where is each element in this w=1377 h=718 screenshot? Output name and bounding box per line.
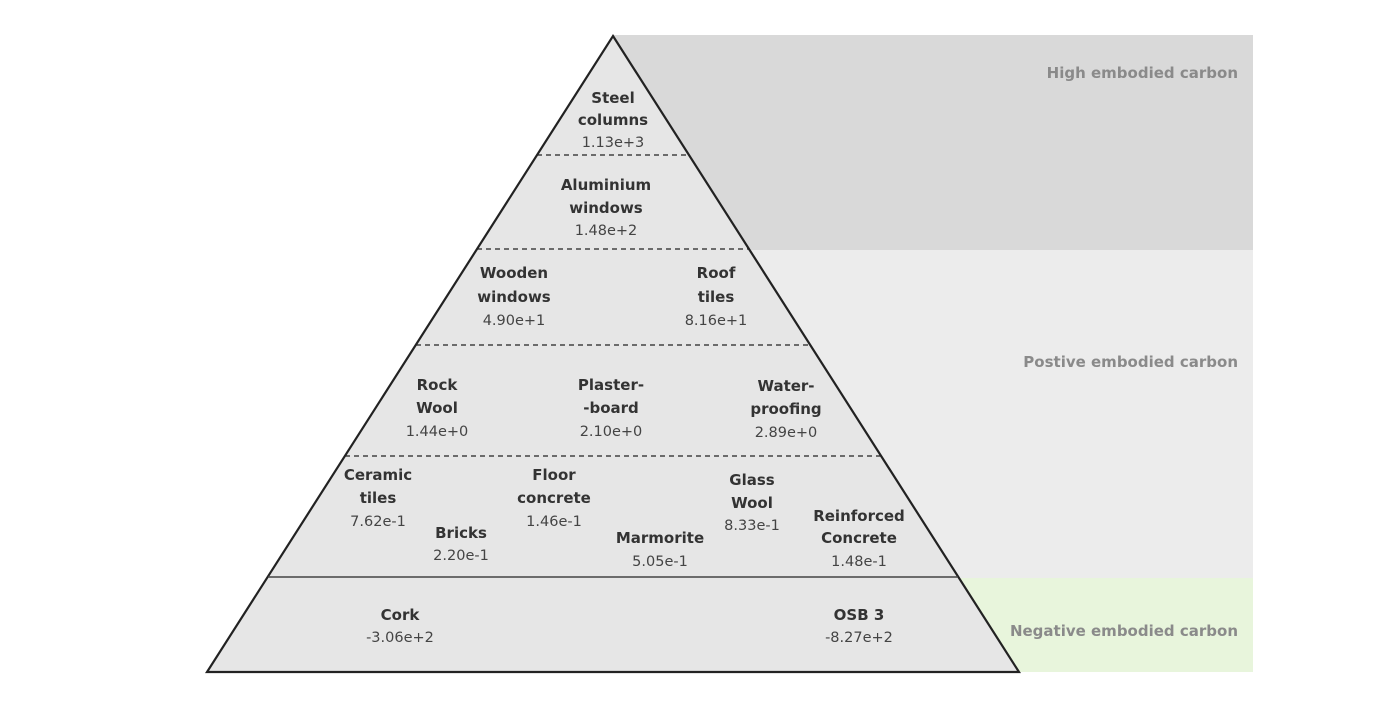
material-aluminium-windows: Aluminium windows 1.48e+2 (561, 176, 651, 239)
material-glass-wool: Glass Wool 8.33e-1 (724, 471, 780, 534)
material-name: Glass (729, 471, 775, 489)
material-marmorite: Marmorite 5.05e-1 (616, 529, 704, 570)
material-name: concrete (517, 489, 591, 507)
material-name: windows (477, 288, 551, 306)
material-name: Ceramic (344, 466, 412, 484)
band-label-positive: Postive embodied carbon (1023, 353, 1238, 371)
material-name: Cork (381, 606, 421, 624)
material-name: Plaster- (578, 376, 644, 394)
material-ceramic-tiles: Ceramic tiles 7.62e-1 (344, 466, 412, 530)
material-name: Steel (591, 89, 634, 107)
material-waterproofing: Water- proofing 2.89e+0 (750, 377, 821, 441)
material-value: 1.48e-1 (831, 554, 887, 570)
material-cork: Cork -3.06e+2 (366, 606, 434, 646)
material-name: Bricks (435, 524, 487, 542)
material-value: -8.27e+2 (825, 630, 893, 646)
material-name: OSB 3 (834, 606, 885, 624)
material-value: 1.46e-1 (526, 514, 582, 530)
material-name: proofing (750, 400, 821, 418)
material-wooden-windows: Wooden windows 4.90e+1 (477, 264, 551, 329)
material-value: 1.48e+2 (575, 223, 638, 239)
material-bricks: Bricks 2.20e-1 (433, 524, 489, 564)
material-value: 8.33e-1 (724, 518, 780, 534)
material-value: -3.06e+2 (366, 630, 434, 646)
material-value: 4.90e+1 (483, 313, 546, 329)
material-osb3: OSB 3 -8.27e+2 (825, 606, 893, 646)
material-name: Marmorite (616, 529, 704, 547)
material-name: Wooden (480, 264, 548, 282)
material-value: 1.13e+3 (582, 135, 645, 151)
band-label-high: High embodied carbon (1047, 64, 1238, 82)
material-value: 2.89e+0 (755, 425, 818, 441)
material-plasterboard: Plaster- -board 2.10e+0 (578, 376, 644, 440)
material-value: 7.62e-1 (350, 514, 406, 530)
material-value: 5.05e-1 (632, 554, 688, 570)
material-value: 2.10e+0 (580, 424, 643, 440)
tier-dividers (345, 154, 881, 457)
material-name: columns (578, 111, 648, 129)
material-name: Water- (757, 377, 814, 395)
material-value: 1.44e+0 (406, 424, 469, 440)
material-rock-wool: Rock Wool 1.44e+0 (406, 376, 469, 440)
material-name: windows (569, 199, 643, 217)
band-label-negative: Negative embodied carbon (1010, 622, 1238, 640)
material-steel-columns: Steel columns 1.13e+3 (578, 89, 648, 151)
material-name: tiles (360, 489, 397, 507)
material-roof-tiles: Roof tiles 8.16e+1 (685, 264, 748, 329)
material-name: Reinforced (813, 507, 905, 525)
pyramid (204, 33, 1022, 674)
material-name: -board (583, 399, 639, 417)
material-reinforced-concrete: Reinforced Concrete 1.48e-1 (813, 507, 905, 570)
material-value: 8.16e+1 (685, 313, 748, 329)
material-name: Wool (416, 399, 458, 417)
material-value: 2.20e-1 (433, 548, 489, 564)
material-name: Wool (731, 494, 773, 512)
material-name: tiles (698, 288, 735, 306)
material-name: Roof (697, 264, 736, 282)
material-name: Aluminium (561, 176, 651, 194)
material-name: Concrete (821, 529, 897, 547)
material-name: Floor (532, 466, 576, 484)
material-name: Rock (417, 376, 459, 394)
material-floor-concrete: Floor concrete 1.46e-1 (517, 466, 591, 530)
